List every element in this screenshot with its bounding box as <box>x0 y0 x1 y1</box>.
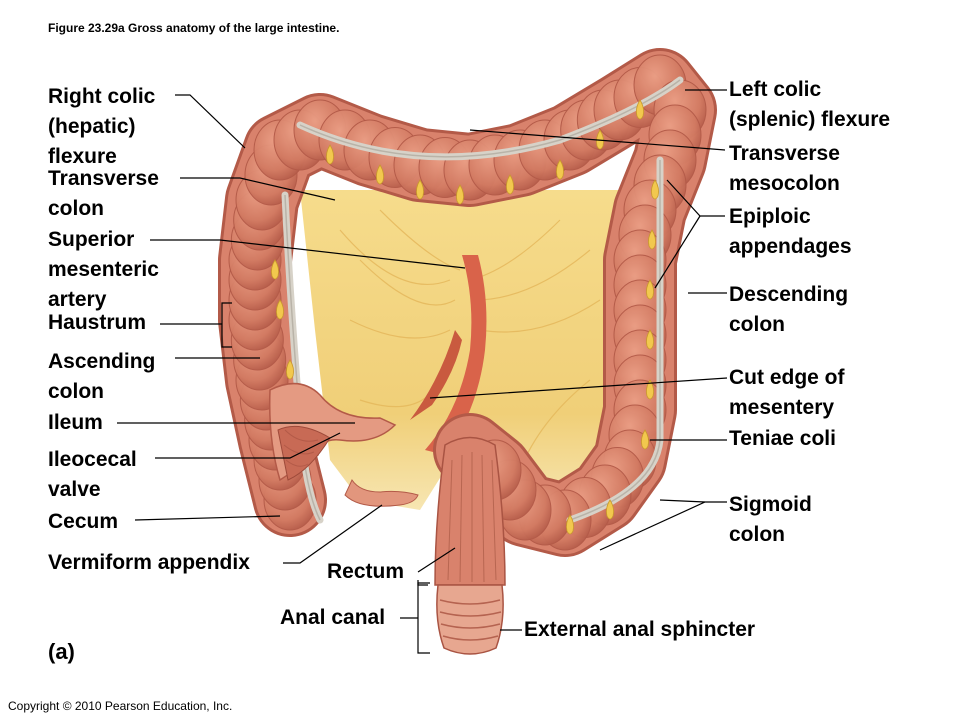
label-left-colic-flexure: Left colic (splenic) flexure <box>729 78 891 131</box>
epiploic-appendage <box>556 159 564 180</box>
label-anal-canal: Anal canal <box>280 606 386 629</box>
leader-lines <box>117 89 728 654</box>
label-cut-edge-of-mesentery: Cut edge of mesentery <box>729 366 845 419</box>
epiploic-appendage <box>596 129 604 150</box>
leader-transverse-colon <box>180 177 336 201</box>
epiploic-appendage <box>636 99 644 120</box>
label-haustrum: Haustrum <box>48 311 147 334</box>
epiploic-appendage <box>376 164 384 185</box>
epiploic-appendage <box>651 179 659 200</box>
anal-canal <box>436 584 504 655</box>
label-external-anal-sphincter: External anal sphincter <box>524 618 756 641</box>
leader-sigmoid-colon-2 <box>659 499 706 503</box>
label-teniae-coli: Teniae coli <box>729 427 836 450</box>
leader-transverse-mesocolon <box>469 129 726 151</box>
label-epiploic-appendages: Epiploic appendages <box>729 205 852 258</box>
epiploic-appendage <box>646 279 654 300</box>
label-cecum: Cecum <box>48 510 119 533</box>
external-anal-sphincter <box>439 599 502 641</box>
label-rectum: Rectum <box>327 560 405 583</box>
label-ileum: Ileum <box>48 411 103 434</box>
leader-cut-edge-of-mesentery <box>429 377 728 399</box>
leader-superior-mesenteric-artery <box>150 239 466 269</box>
leader-ileocecal-valve <box>155 432 341 459</box>
label-superior-mesenteric-artery: Superior mesenteric artery <box>48 228 159 311</box>
epiploic-appendage <box>286 359 294 380</box>
epiploic-appendage <box>276 299 284 320</box>
epiploic-appendage <box>456 184 464 205</box>
leader-vermiform-appendix <box>283 504 383 564</box>
epiploic-appendage <box>646 379 654 400</box>
label-vermiform-appendix: Vermiform appendix <box>48 551 250 574</box>
label-sigmoid-colon: Sigmoid colon <box>729 493 812 546</box>
epiploic-appendage <box>648 229 656 250</box>
leader-cecum <box>134 515 281 521</box>
epiploic-appendage <box>416 179 424 200</box>
epiploic-appendage <box>506 174 514 195</box>
label-descending-colon: Descending colon <box>729 283 849 336</box>
rectum <box>434 436 506 586</box>
leader-right-colic-flexure <box>175 94 246 149</box>
leader-rectum <box>417 547 456 573</box>
epiploic-appendage <box>641 429 649 450</box>
epiploic-appendage <box>606 499 614 520</box>
label-transverse-mesocolon: Transverse mesocolon <box>729 142 840 195</box>
label-transverse-colon: Transverse colon <box>48 167 159 220</box>
epiploic-appendages <box>271 99 659 535</box>
epiploic-appendage <box>326 144 334 165</box>
epiploic-appendage <box>646 329 654 350</box>
panel-label: (a) <box>48 639 75 664</box>
label-ileocecal-valve: Ileocecal valve <box>48 448 137 501</box>
leader-epiploic-appendages-2 <box>654 215 701 289</box>
label-ascending-colon: Ascending colon <box>48 350 156 403</box>
copyright-notice: Copyright © 2010 Pearson Education, Inc. <box>8 699 233 713</box>
epiploic-appendage <box>271 259 279 280</box>
cut-mesentery-edge <box>410 330 462 420</box>
rectum-muscle-striations <box>447 452 497 583</box>
label-right-colic-flexure: Right colic (hepatic) flexure <box>48 85 156 168</box>
leader-anal-canal-bracket <box>417 582 430 654</box>
superior-mesenteric-artery <box>425 255 487 455</box>
figure-caption: Figure 23.29a Gross anatomy of the large… <box>48 21 340 35</box>
epiploic-appendage <box>566 514 574 535</box>
leader-haustrum-bracket <box>221 302 232 348</box>
